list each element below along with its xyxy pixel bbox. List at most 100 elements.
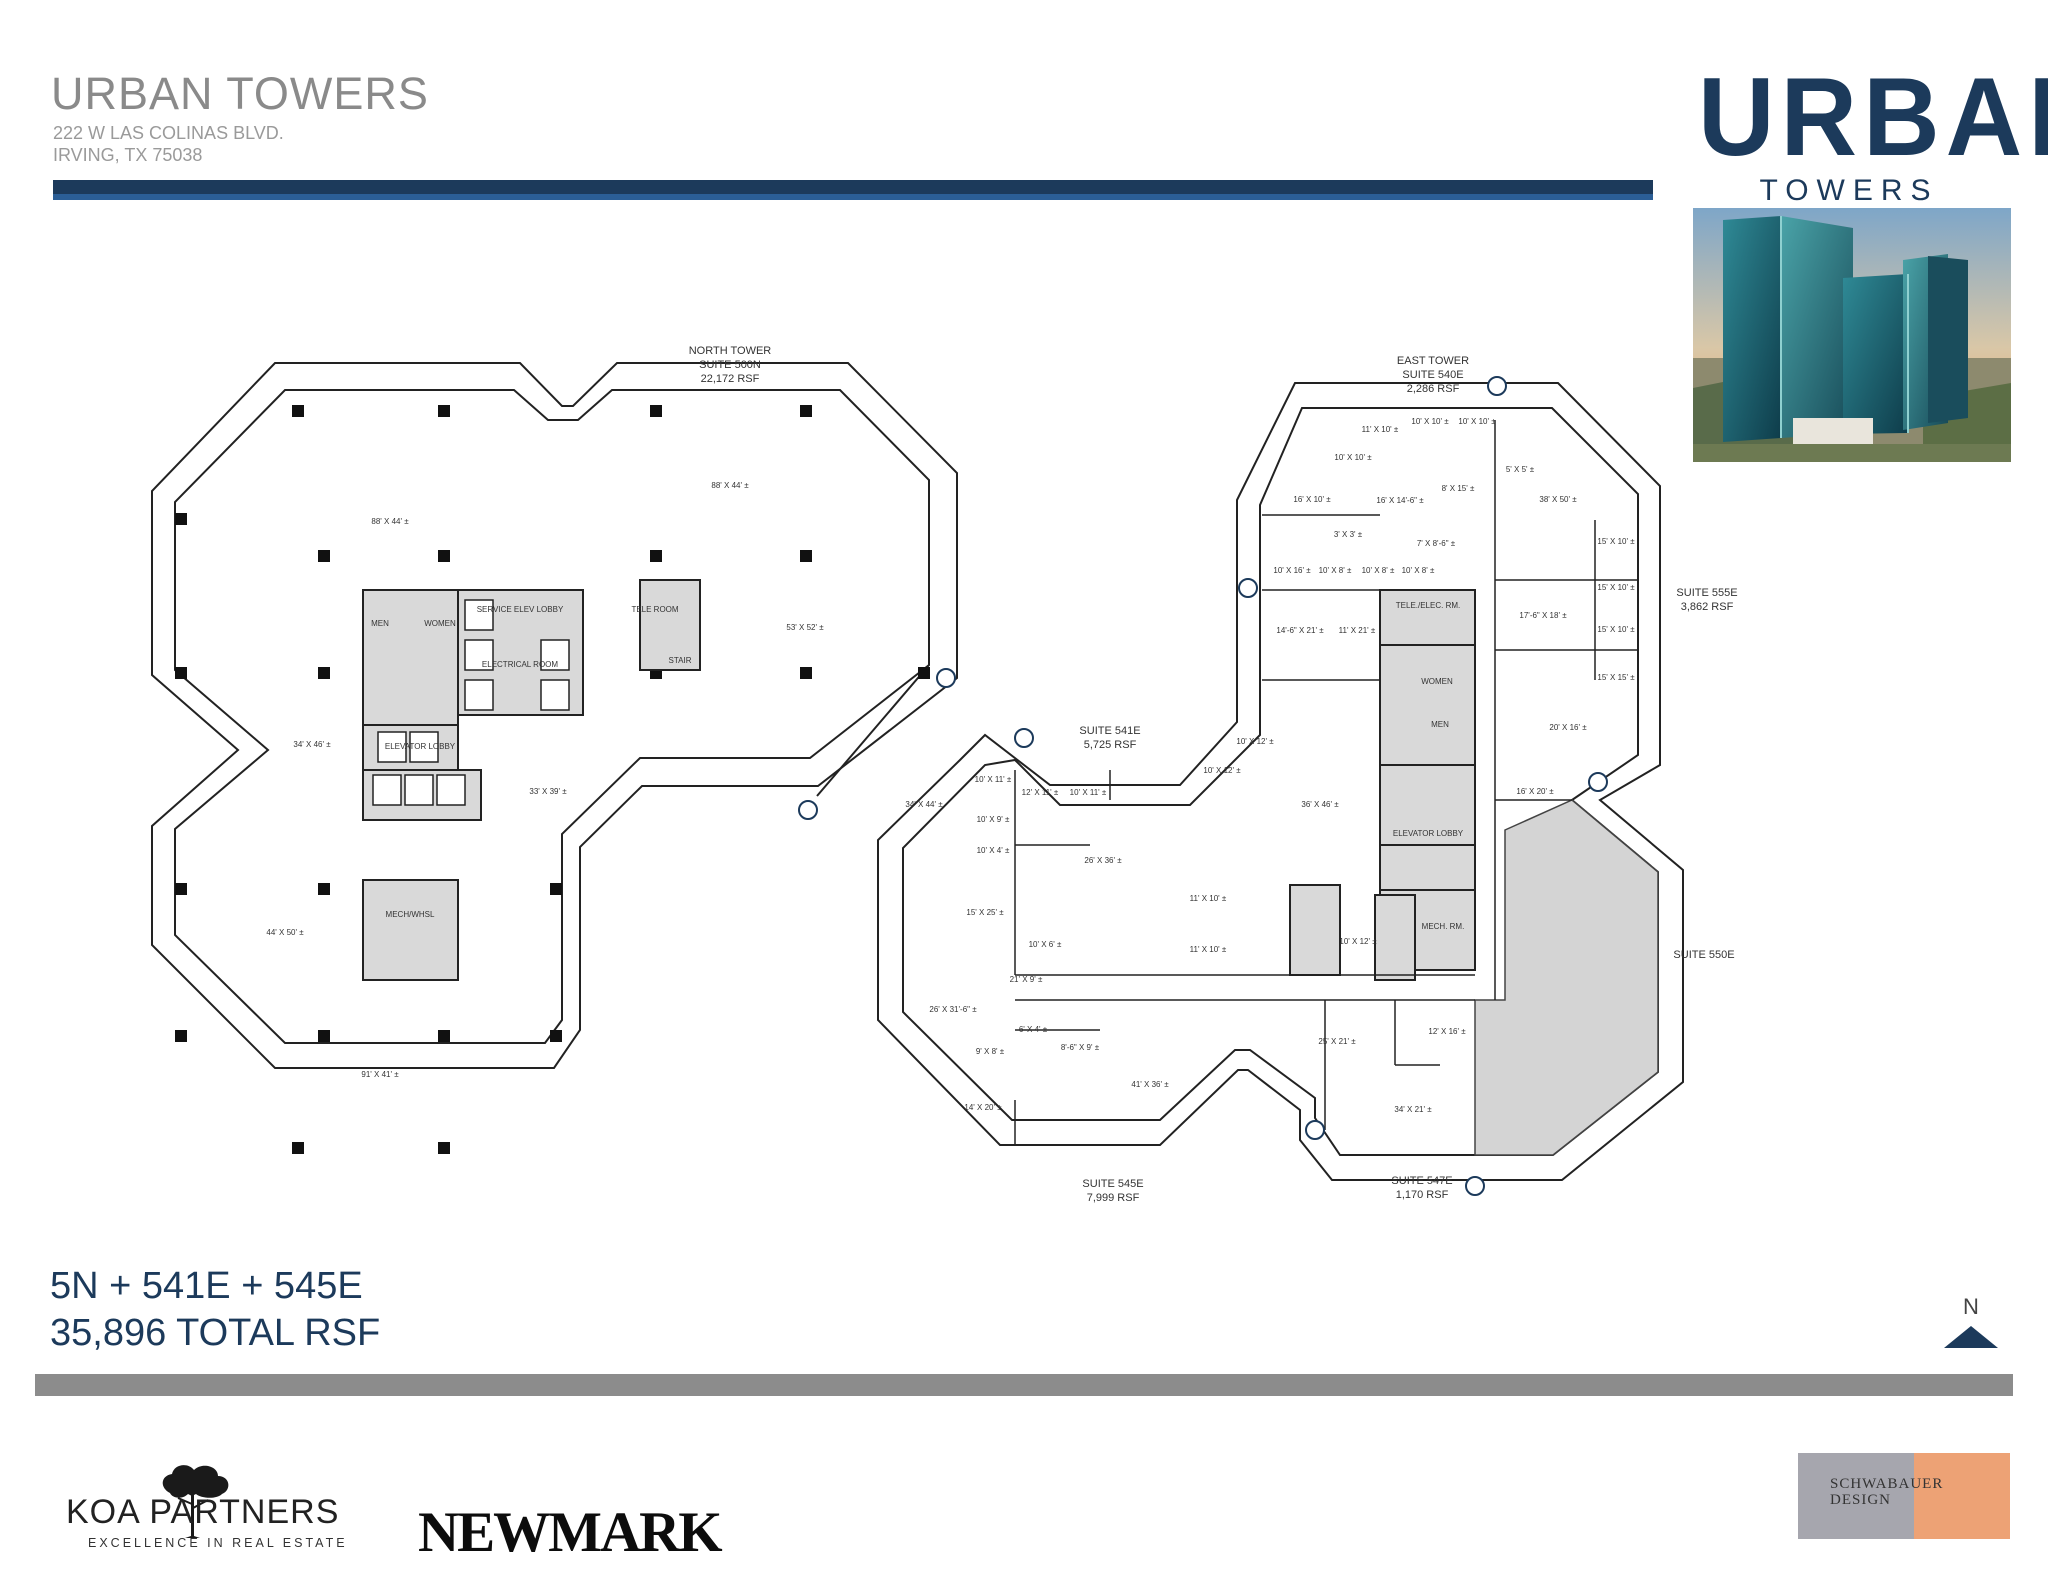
room-dimension: 26' X 36' ±: [1084, 856, 1122, 865]
schwabauer-design-text: SCHWABAUER DESIGN: [1830, 1476, 1944, 1508]
core-label-men-east: MEN: [1431, 720, 1449, 729]
newmark-logo: NEWMARK: [418, 1501, 723, 1564]
core-label-women: WOMEN: [424, 619, 456, 628]
room-dimension: 10' X 9' ±: [977, 815, 1010, 824]
suite-550e-shade: [1474, 799, 1659, 1156]
core-label-stair: STAIR: [669, 656, 692, 665]
room-dimension: 11' X 10' ±: [1190, 945, 1227, 954]
core-label-service-lobby: SERVICE ELEV LOBBY: [477, 605, 564, 614]
room-dimension: 10' X 6' ±: [1029, 940, 1062, 949]
urban-towers-logo-subtitle: TOWERS: [1759, 174, 1939, 207]
room-dimension: 14'-6" X 21' ±: [1276, 626, 1324, 635]
suite-541e-label-1: SUITE 541E: [1079, 725, 1140, 737]
room-dimension: 16' X 14'-6" ±: [1376, 496, 1424, 505]
core-label-electrical: ELECTRICAL ROOM: [482, 660, 558, 669]
address-line-1: 222 W LAS COLINAS BLVD.: [53, 123, 284, 143]
east-tower-label-2: SUITE 540E: [1402, 369, 1463, 381]
room-dimension: 10' X 16' ±: [1273, 566, 1311, 575]
room-dimension: 16' X 20' ±: [1516, 787, 1554, 796]
north-tower-label-1: NORTH TOWER: [689, 345, 772, 357]
footer-rule: [35, 1374, 2013, 1396]
core-label-tele-elec: TELE./ELEC. RM.: [1396, 601, 1460, 610]
room-dimension: 15' X 15' ±: [1597, 673, 1635, 682]
north-arrow-icon: [1944, 1326, 1998, 1348]
room-dimension: 38' X 50' ±: [1539, 495, 1577, 504]
east-tower-label-1: EAST TOWER: [1397, 355, 1469, 367]
room-dimension: 14' X 20' ±: [964, 1103, 1002, 1112]
room-dimension: 17'-6" X 18' ±: [1519, 611, 1567, 620]
suite-547e-label-2: 1,170 RSF: [1396, 1189, 1449, 1201]
room-dimension: 21' X 9' ±: [1010, 975, 1043, 984]
room-dimension: 16' X 10' ±: [1293, 495, 1331, 504]
room-dimension: 88' X 44' ±: [371, 517, 409, 526]
room-dimension: 53' X 52' ±: [786, 623, 824, 632]
room-dimension: 88' X 44' ±: [711, 481, 749, 490]
core-label-women-east: WOMEN: [1421, 677, 1453, 686]
room-dimension: 8' X 15' ±: [1442, 484, 1475, 493]
room-dimension: 10' X 4' ±: [977, 846, 1010, 855]
room-dimension: 7' X 8'-6" ±: [1417, 539, 1456, 548]
room-dimension: 10' X 8' ±: [1319, 566, 1352, 575]
koa-partners-tagline: EXCELLENCE IN REAL ESTATE: [88, 1536, 348, 1550]
room-dimension: 20' X 16' ±: [1549, 723, 1587, 732]
room-dimension: 10' X 12' ±: [1236, 737, 1274, 746]
room-dimension: 9' X 8' ±: [976, 1047, 1005, 1056]
room-dimension: 6' X 4' ±: [1019, 1025, 1048, 1034]
north-tower-label-3: 22,172 RSF: [701, 373, 760, 385]
room-dimension: 10' X 8' ±: [1402, 566, 1435, 575]
building-photo: [1693, 208, 2011, 462]
room-dimension: 34' X 46' ±: [293, 740, 331, 749]
room-dimension: 34' X 44' ±: [905, 800, 943, 809]
address-line-2: IRVING, TX 75038: [53, 145, 203, 165]
room-dimension: 5' X 5' ±: [1506, 465, 1535, 474]
core-label-elevator-lobby: ELEVATOR LOBBY: [385, 742, 456, 751]
room-dimension: 15' X 10' ±: [1597, 537, 1635, 546]
suite-550e-label: SUITE 550E: [1673, 949, 1734, 961]
room-dimension: 10' X 12' ±: [1203, 766, 1241, 775]
core-label-tele: TELE ROOM: [631, 605, 678, 614]
room-dimension: 10' X 11' ±: [975, 775, 1012, 784]
room-dimension: 12' X 11' ±: [1022, 788, 1059, 797]
core-label-mech: MECH/WHSL: [386, 910, 435, 919]
north-label: N: [1963, 1294, 1979, 1319]
room-dimension: 10' X 10' ±: [1458, 417, 1496, 426]
room-dimension: 10' X 11' ±: [1070, 788, 1107, 797]
room-dimension: 36' X 46' ±: [1301, 800, 1339, 809]
room-dimension: 12' X 16' ±: [1428, 1027, 1466, 1036]
koa-partners-logo: KOA PARTNERS: [66, 1493, 340, 1531]
suite-555e-label-1: SUITE 555E: [1676, 587, 1737, 599]
suite-combination: 5N + 541E + 545E: [50, 1265, 363, 1307]
room-dimension: 33' X 39' ±: [529, 787, 567, 796]
room-dimension: 26' X 31'-6" ±: [929, 1005, 977, 1014]
room-dimension: 25' X 21' ±: [1318, 1037, 1356, 1046]
north-tower-outline: [151, 362, 958, 1069]
koa-tree-icon: [162, 1465, 229, 1538]
room-dimension: 10' X 12' ±: [1339, 937, 1377, 946]
reference-markers: [798, 376, 1608, 1196]
north-tower-inner: [174, 389, 930, 1044]
room-dimension: 91' X 41' ±: [361, 1070, 399, 1079]
room-dimension: 3' X 3' ±: [1334, 530, 1363, 539]
urban-towers-logo: URBAN: [1698, 55, 2048, 179]
room-dimension: 15' X 25' ±: [966, 908, 1004, 917]
east-partitions: [1014, 420, 1638, 1145]
room-dimension: 41' X 36' ±: [1131, 1080, 1169, 1089]
room-dimension: 10' X 10' ±: [1334, 453, 1372, 462]
room-dimension: 10' X 10' ±: [1411, 417, 1449, 426]
page-title: URBAN TOWERS: [51, 68, 429, 119]
room-dimension: 11' X 10' ±: [1190, 894, 1227, 903]
core-label-elevator-lobby-east: ELEVATOR LOBBY: [1393, 829, 1464, 838]
room-dimension: 8'-6" X 9' ±: [1061, 1043, 1100, 1052]
suite-541e-label-2: 5,725 RSF: [1084, 739, 1137, 751]
suite-545e-label-2: 7,999 RSF: [1087, 1192, 1140, 1204]
north-columns: [175, 405, 930, 1154]
room-dimension: 10' X 8' ±: [1362, 566, 1395, 575]
north-tower-label-2: SUITE 500N: [699, 359, 761, 371]
core-label-mech-east: MECH. RM.: [1422, 922, 1465, 931]
room-dimension: 15' X 10' ±: [1597, 625, 1635, 634]
east-tower-label-3: 2,286 RSF: [1407, 383, 1460, 395]
east-core: [1289, 589, 1476, 981]
schwabauer-design-logo: [1798, 1453, 2010, 1539]
room-dimension: 15' X 10' ±: [1597, 583, 1635, 592]
